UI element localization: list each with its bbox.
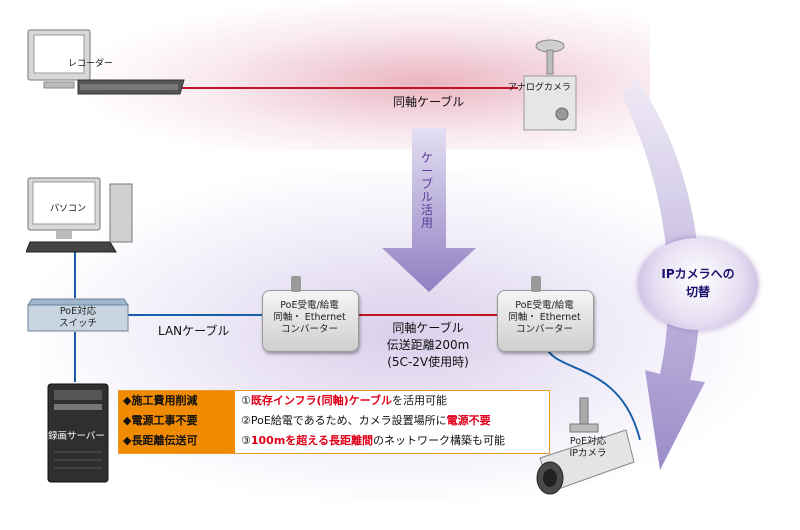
recorder-label: レコーダー [68,59,114,69]
feature-desc-3: ③100mを超える長距離間のネットワーク構築も可能 [241,434,505,447]
switchover-text: IPカメラへの 切替 [661,267,735,299]
recorder-device [26,28,186,104]
switch-icon [27,298,129,332]
top-coax-label: 同軸ケーブル [393,95,465,109]
analog-camera-device [518,36,582,140]
switch-label: PoE対応 スイッチ [58,306,97,329]
converter-left-label: PoE受電/給電 同軸・ Ethernet コンバーター [273,300,346,335]
ip-camera-icon [536,397,635,495]
switchover-arrow [622,78,705,470]
converter-right-connector [531,276,541,292]
server-label: 録画サーバー [48,431,105,442]
feature-desc-2: ②PoE給電であるため、カメラ設置場所に電源不要 [241,414,491,427]
pc-device [25,176,136,260]
converter-right [497,290,594,352]
recorder-icon [27,29,185,95]
feature-heading-power: ◆電源工事不要 [123,414,198,427]
converter-left-connector [291,276,301,292]
feature-descriptions: ①既存インフラ(同軸)ケーブルを活用可能 ②PoE給電であるため、カメラ設置場所… [237,391,549,451]
cable-reuse-label: ケーブル活用 [420,151,433,230]
cable-reuse-arrow [382,128,476,292]
converter-right-label: PoE受電/給電 同軸・ Ethernet コンバーター [508,300,581,335]
converter-left [262,290,359,352]
switchover-badge: IPカメラへの 切替 [638,238,758,330]
pc-label: パソコン [50,204,87,214]
ip-camera-device [530,396,640,504]
feature-heading-cost: ◆施工費用削減 [123,394,198,407]
feature-headings: ◆施工費用削減 ◆電源工事不要 ◆長距離伝送可 [119,391,235,453]
pc-icon [25,177,133,253]
feature-desc-1: ①既存インフラ(同軸)ケーブルを活用可能 [241,394,447,407]
server-icon [47,383,109,483]
analog-camera-label: アナログカメラ [508,83,571,93]
ipcam-lan-line [544,344,641,441]
poe-switch-device [26,297,130,339]
recording-server-device [46,382,112,490]
coax-distance-label: 同軸ケーブル 伝送距離200m (5C-2V使用時) [386,321,470,369]
analog-camera-icon [523,39,577,131]
lan-label: LANケーブル [158,324,230,338]
feature-box: ◆施工費用削減 ◆電源工事不要 ◆長距離伝送可 ①既存インフラ(同軸)ケーブルを… [118,390,550,454]
feature-heading-distance: ◆長距離伝送可 [123,434,198,447]
ip-camera-label: PoE対応 IPカメラ [569,436,607,459]
